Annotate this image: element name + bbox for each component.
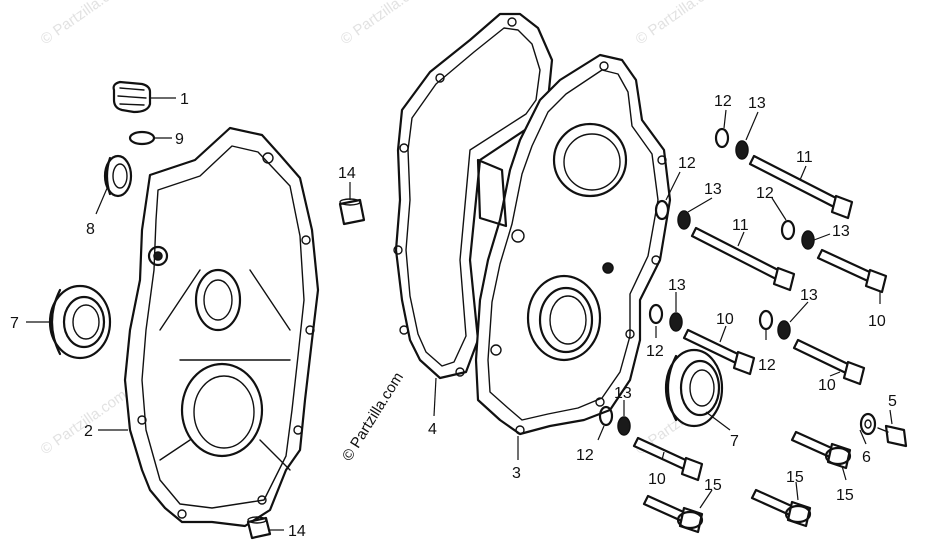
callout-13-a[interactable]: 13 (748, 95, 766, 112)
part-10-bolts[interactable] (632, 328, 866, 482)
callout-13-f[interactable]: 13 (614, 385, 632, 402)
callout-10-d[interactable]: 10 (648, 471, 666, 488)
callout-5[interactable]: 5 (888, 393, 897, 410)
watermark-text: © Partzilla.com (338, 0, 431, 48)
callout-14-top[interactable]: 14 (338, 165, 356, 182)
watermark-text: © Partzilla.com (38, 0, 131, 48)
callout-15-b[interactable]: 15 (836, 487, 854, 504)
part-11-long-bolts[interactable] (690, 154, 888, 294)
callout-12-e[interactable]: 12 (758, 357, 776, 374)
part-8-small-oil-seal[interactable] (103, 154, 133, 198)
part-15-flange-bolts[interactable] (642, 430, 852, 534)
callout-13-b[interactable]: 13 (704, 181, 722, 198)
part-3-right-crankcase-cover[interactable] (474, 53, 672, 436)
callout-10-b[interactable]: 10 (818, 377, 836, 394)
callout-11-a[interactable]: 11 (796, 149, 813, 166)
callout-10-c[interactable]: 10 (868, 313, 886, 330)
callout-11-b[interactable]: 11 (732, 217, 749, 234)
part-6-sealing-washer[interactable] (859, 412, 877, 436)
part-1-oil-filler-cap[interactable] (112, 80, 152, 114)
callout-4[interactable]: 4 (428, 421, 437, 438)
leader-lines (26, 97, 893, 531)
callout-12-d[interactable]: 12 (646, 343, 664, 360)
callout-12-a[interactable]: 12 (714, 93, 732, 110)
callout-15-a[interactable]: 15 (704, 477, 722, 494)
part-9-o-ring[interactable] (128, 130, 156, 146)
part-7-oil-seal-left[interactable] (48, 284, 112, 360)
callout-2[interactable]: 2 (84, 423, 93, 440)
callout-9[interactable]: 9 (175, 131, 184, 148)
callout-7-right[interactable]: 7 (730, 433, 739, 450)
callout-labels: 1 9 8 7 2 14 14 4 3 7 5 6 12 13 11 12 13… (10, 91, 897, 540)
callout-15-c[interactable]: 15 (786, 469, 804, 486)
part-14-dowel-pin-top[interactable] (338, 198, 366, 226)
callout-12-b[interactable]: 12 (678, 155, 696, 172)
callout-12-c[interactable]: 12 (756, 185, 774, 202)
callout-13-e[interactable]: 13 (800, 287, 818, 304)
part-13-lock-washers[interactable] (617, 140, 815, 436)
watermark-text: © Partzilla.com (633, 0, 726, 48)
callout-14-bottom[interactable]: 14 (288, 523, 306, 540)
part-4-gasket[interactable] (393, 12, 554, 380)
callout-12-f[interactable]: 12 (576, 447, 594, 464)
callout-1[interactable]: 1 (180, 91, 189, 108)
callout-6[interactable]: 6 (862, 449, 871, 466)
callout-8[interactable]: 8 (86, 221, 95, 238)
callout-7-left[interactable]: 7 (10, 315, 19, 332)
part-7-oil-seal-right[interactable] (664, 348, 724, 428)
callout-13-c[interactable]: 13 (832, 223, 850, 240)
callout-10-a[interactable]: 10 (716, 311, 734, 328)
callout-3[interactable]: 3 (512, 465, 521, 482)
copyright-text: © Partzilla.com (339, 369, 407, 464)
callout-13-d[interactable]: 13 (668, 277, 686, 294)
part-5-drain-bolt[interactable] (877, 424, 908, 448)
part-12-washers[interactable] (598, 127, 796, 427)
part-14-dowel-pin-bottom[interactable] (246, 516, 272, 540)
part-2-left-crankcase-cover[interactable] (123, 126, 320, 528)
